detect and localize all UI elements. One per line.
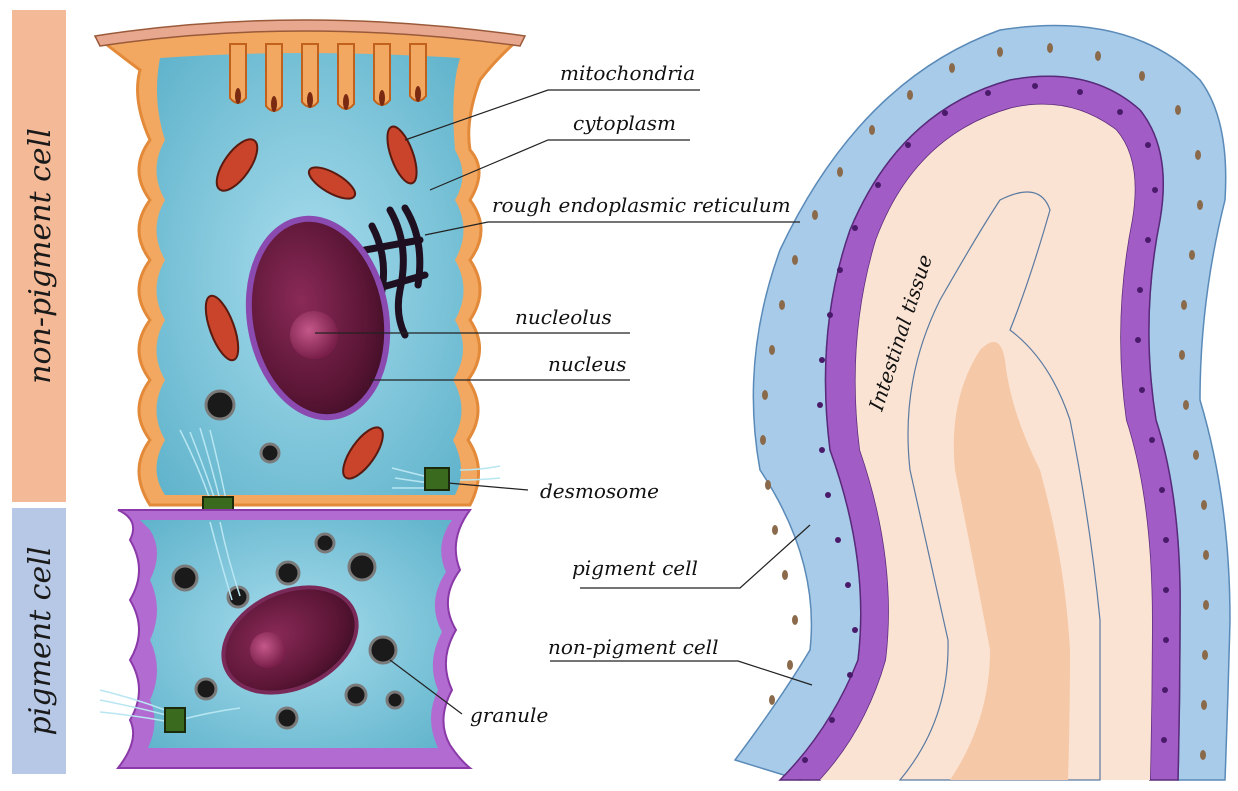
label-non-pigment-cell: non-pigment cell (548, 635, 718, 659)
pigment-nucleolus (250, 632, 286, 668)
desmosome (165, 708, 185, 732)
upper-side-label: non-pigment cell (23, 128, 58, 384)
nucleolus (290, 311, 338, 359)
pigment-cell (100, 510, 470, 768)
intestinal-tissue (735, 26, 1230, 780)
label-rough-er: rough endoplasmic reticulum (492, 193, 791, 217)
label-nucleus: nucleus (548, 352, 626, 376)
label-nucleolus: nucleolus (515, 305, 612, 329)
label-desmosome: desmosome (540, 479, 659, 503)
lower-side-label: pigment cell (23, 547, 58, 736)
label-pigment-cell: pigment cell (572, 556, 698, 580)
desmosome (425, 468, 449, 490)
label-granule: granule (470, 703, 548, 727)
label-mitochondria: mitochondria (560, 61, 695, 85)
label-cytoplasm: cytoplasm (573, 111, 676, 135)
